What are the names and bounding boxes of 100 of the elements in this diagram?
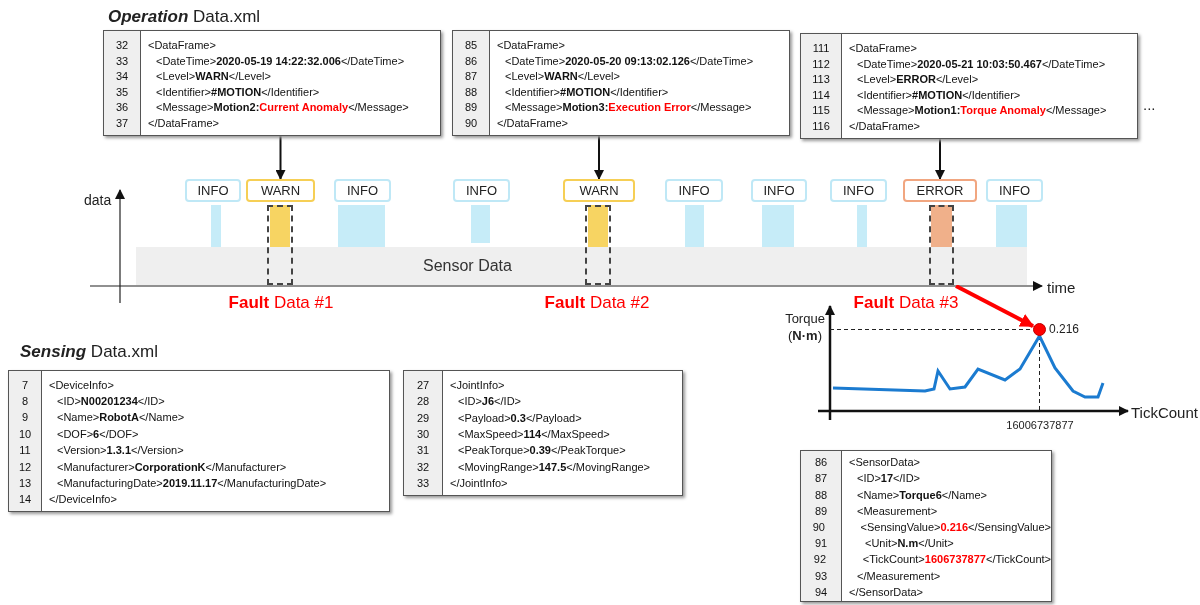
line-number: 88 xyxy=(463,85,479,98)
fault-label: Fault Data #1 xyxy=(228,293,334,313)
level-label: INFO xyxy=(678,183,710,198)
xml-code-line: <ID>J6</ID> xyxy=(458,395,521,408)
line-number: 90 xyxy=(811,520,826,533)
line-number: 36 xyxy=(114,101,130,114)
xml-code-line: <Message>Motion3:Execution Error</Message> xyxy=(505,101,752,114)
xml-code-line: <Message>Motion1:Torque Anomaly</Message> xyxy=(857,104,1107,117)
xml-code-line: <Name>Torque6</Name> xyxy=(857,488,988,501)
xml-code-line: <DataFrame> xyxy=(497,39,565,51)
xml-code-box xyxy=(800,450,1052,602)
xml-code-line: <ID>N00201234</ID> xyxy=(57,394,165,407)
xml-code-line: <Measurement> xyxy=(857,504,938,517)
xml-code-line: <ID>17</ID> xyxy=(857,472,920,485)
fault-label: Fault Data #2 xyxy=(544,293,650,313)
line-number: 7 xyxy=(20,378,30,391)
xml-code-line: <Level>WARN</Level> xyxy=(156,70,271,83)
xml-code-line: <DataFrame> xyxy=(148,39,216,51)
log-level-tag xyxy=(334,179,391,202)
line-number: 114 xyxy=(811,88,831,101)
level-label: INFO xyxy=(998,183,1031,198)
xml-code-line: <JointInfo> xyxy=(450,378,505,391)
line-number: 10 xyxy=(17,427,33,440)
xml-code-line: <DeviceInfo> xyxy=(49,378,114,391)
xml-code-line: <PeakTorque>0.39</PeakTorque> xyxy=(458,444,626,457)
xml-code-line: <TickCount>1606737877</TickCount> xyxy=(862,553,1051,566)
line-number: 32 xyxy=(415,460,431,473)
line-number: 35 xyxy=(114,85,130,98)
xml-code-line: <Identifier>#MOTION</Identifier> xyxy=(505,85,669,98)
arrow xyxy=(275,135,286,180)
level-label: INFO xyxy=(842,183,875,198)
section-heading: Operation Data.xml xyxy=(108,7,261,27)
line-number: 93 xyxy=(813,569,829,582)
xml-code-line: <Identifier>#MOTION</Identifier> xyxy=(156,85,320,98)
log-level-tag xyxy=(903,179,977,202)
xml-code-line: </DeviceInfo> xyxy=(49,493,117,506)
xml-code-line: <Unit>N.m</Unit> xyxy=(865,537,954,550)
line-number: 9 xyxy=(20,411,30,424)
line-number: 94 xyxy=(813,585,829,598)
xml-code-line: <DateTime>2020-05-19 14:22:32.006</DateTime> xyxy=(156,54,405,67)
sensor-data-band xyxy=(136,247,1027,285)
value-label: 0.216 xyxy=(1049,322,1080,336)
xml-code-line: </Measurement> xyxy=(857,569,941,582)
log-level-tag xyxy=(986,179,1043,202)
line-number: 112 xyxy=(811,57,831,70)
xml-code-line: <MaxSpeed>114</MaxSpeed> xyxy=(458,427,610,440)
axis-label: data xyxy=(84,192,112,208)
line-number: 33 xyxy=(415,477,431,490)
xml-code-line: <ManufacturingDate>2019.11.17</ManufacturingDate> xyxy=(57,476,327,489)
axis-label: Torque (N·m) xyxy=(784,311,826,345)
xml-code-line: <DateTime>2020-05-21 10:03:50.467</DateTime> xyxy=(857,57,1106,70)
arrow xyxy=(935,138,945,180)
line-number: 31 xyxy=(415,444,431,457)
log-level-tag xyxy=(453,179,510,202)
xml-code-line: <Manufacturer>CorporationK</Manufacturer> xyxy=(57,460,287,473)
xml-code-line: <SensingValue>0.216</SensingValue> xyxy=(860,520,1051,533)
log-level-tag xyxy=(246,179,315,202)
level-label: WARN xyxy=(579,183,619,198)
line-number: 34 xyxy=(114,70,130,83)
axis-label: time xyxy=(1047,279,1076,296)
xml-code-line: <Identifier>#MOTION</Identifier> xyxy=(857,88,1021,101)
arrow xyxy=(955,284,1035,328)
band-label: Sensor Data xyxy=(423,257,512,275)
data-point xyxy=(1033,323,1046,336)
fault-window xyxy=(267,205,293,285)
log-level-tag xyxy=(830,179,887,202)
fault-window xyxy=(929,205,954,285)
level-label: WARN xyxy=(260,183,301,198)
xml-code-line: <DateTime>2020-05-20 09:13:02.126</DateTime> xyxy=(505,54,754,67)
line-number: 28 xyxy=(415,395,431,408)
line-number: 12 xyxy=(17,460,33,473)
line-number: 89 xyxy=(813,504,829,517)
ellipsis: ... xyxy=(1143,96,1156,113)
xml-code-line: </DataFrame> xyxy=(849,119,920,132)
xml-code-line: <Version>1.3.1</Version> xyxy=(57,444,184,457)
line-number: 116 xyxy=(811,119,831,132)
fault-label: Fault Data #3 xyxy=(853,293,959,313)
line-number: 86 xyxy=(813,456,829,469)
line-number: 8 xyxy=(20,394,30,407)
line-number: 88 xyxy=(813,488,829,501)
line-number: 30 xyxy=(415,427,431,440)
xml-code-line: <DOF>6</DOF> xyxy=(57,427,139,440)
xml-code-line: <MovingRange>147.5</MovingRange> xyxy=(458,460,651,473)
xml-code-line: <Name>RobotA</Name> xyxy=(57,411,185,424)
section-heading: Sensing Data.xml xyxy=(20,342,158,362)
log-level-tag xyxy=(665,179,723,202)
xml-code-box xyxy=(8,370,390,512)
xml-code-line: </DataFrame> xyxy=(497,116,568,129)
xml-code-box xyxy=(452,30,790,136)
line-number: 85 xyxy=(463,39,479,51)
line-number: 115 xyxy=(811,104,831,117)
xml-code-line: <Payload>0.3</Payload> xyxy=(458,411,582,424)
xml-code-box xyxy=(103,30,441,136)
line-number: 111 xyxy=(811,42,831,54)
line-number: 113 xyxy=(811,73,831,86)
xml-code-box xyxy=(403,370,683,496)
line-number: 91 xyxy=(813,537,829,550)
level-label: INFO xyxy=(346,183,379,198)
line-number: 37 xyxy=(114,116,130,129)
level-label: INFO xyxy=(763,183,795,198)
